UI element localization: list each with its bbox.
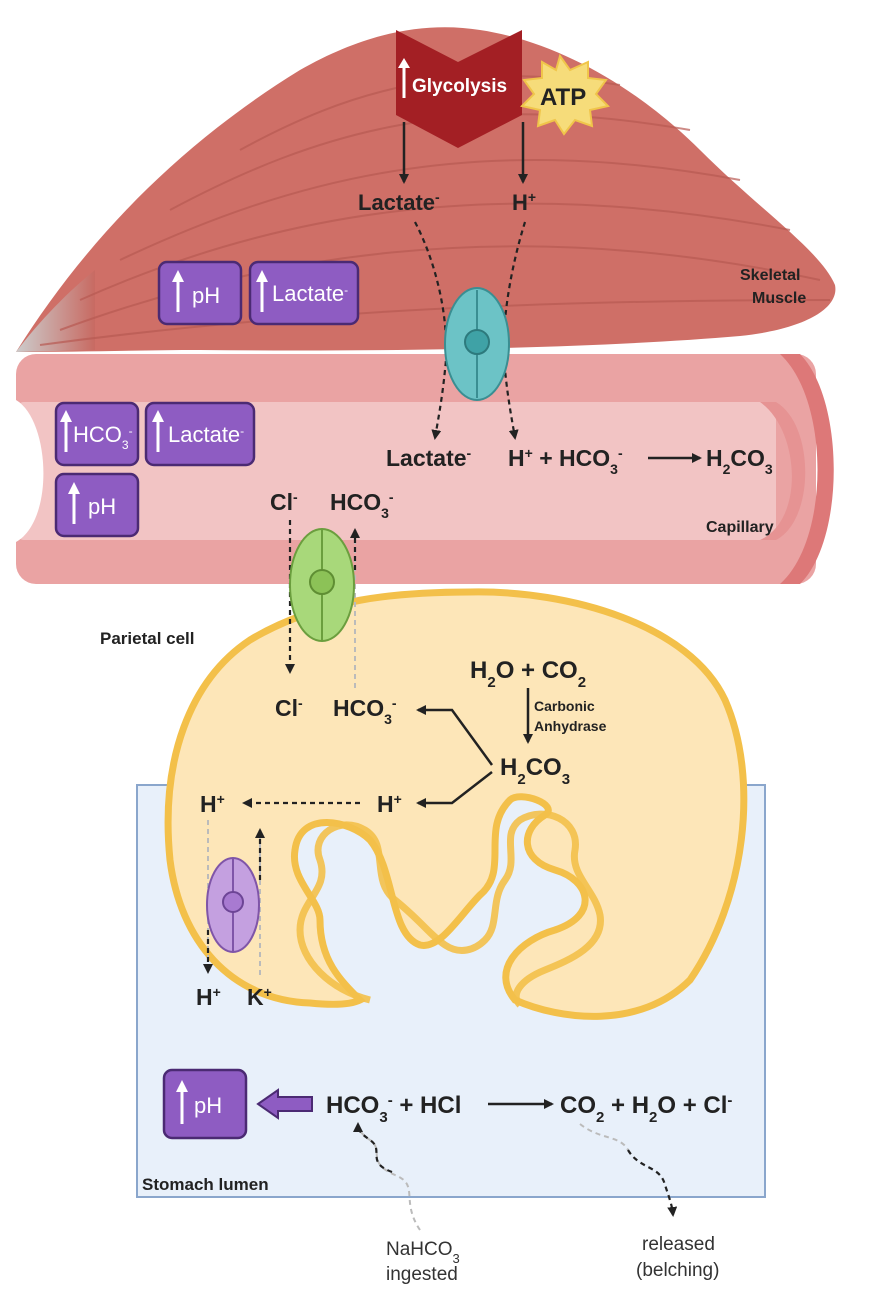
co2-release-path: [627, 1149, 678, 1217]
parietal-cl: Cl-: [275, 695, 303, 721]
released-label: released: [642, 1234, 715, 1255]
h2co3-to-hco3-arrow: [416, 705, 494, 766]
muscle-label-2: Muscle: [752, 290, 806, 307]
lactate-transport-path: [414, 221, 448, 440]
parietal-h2o-co2: H2O + CO2: [470, 657, 586, 691]
lumen-label: Stomach lumen: [142, 1175, 269, 1194]
lumen-equation-left: HCO3- + HCl: [326, 1092, 461, 1126]
atp-label: ATP: [540, 84, 586, 111]
enzyme-label-2: Anhydrase: [534, 718, 607, 734]
h-transport-path: [502, 221, 527, 440]
capillary-hco3-box: HCO3-: [54, 401, 140, 467]
parietal-h-left: H+: [200, 791, 225, 817]
parietal-label: Parietal cell: [100, 629, 195, 648]
muscle-ph-box: pH: [157, 260, 243, 326]
h2co3-to-h-arrow: [416, 771, 493, 808]
svg-text:Lactate-: Lactate-: [272, 281, 348, 306]
lumen-equation-right: CO2 + H2O + Cl-: [560, 1092, 732, 1126]
muscle-label-1: Skeletal: [740, 267, 800, 284]
pump-k: K+: [247, 984, 272, 1010]
svg-text:pH: pH: [194, 1093, 222, 1118]
capillary-lactate-box: Lactate-: [144, 401, 256, 467]
glycolysis-label: Glycolysis: [412, 76, 507, 97]
capillary-lactate: Lactate-: [386, 445, 472, 471]
svg-text:pH: pH: [192, 283, 220, 308]
pump-h: H+: [196, 984, 221, 1010]
parietal-h2co3: H2CO3: [500, 754, 570, 788]
parietal-h-right: H+: [377, 791, 402, 817]
canaliculus-folds: [296, 810, 604, 1008]
ingested-label: ingested: [386, 1264, 458, 1285]
atp-starburst: [520, 53, 610, 136]
belching-label: (belching): [636, 1260, 719, 1281]
capillary-label: Capillary: [706, 519, 774, 536]
nahco3-ingest-path: [353, 1122, 393, 1174]
proton-pump: [206, 857, 260, 953]
nahco3-label: NaHCO3: [386, 1239, 460, 1266]
parietal-hco3: HCO3-: [333, 695, 397, 727]
capillary-equation-product: H2CO3: [706, 445, 773, 477]
glycolysis-chevron: [396, 30, 522, 148]
svg-text:Lactate-: Lactate-: [168, 422, 244, 447]
anion-exchanger: [289, 528, 355, 642]
mct-transporter: [444, 287, 510, 401]
capillary-ph-box: pH: [54, 472, 140, 538]
lumen-ph-arrow: [256, 1088, 313, 1120]
capillary-equation-left: H+ + HCO3-: [508, 445, 623, 477]
svg-text:pH: pH: [88, 494, 116, 519]
capillary-hco3: HCO3-: [330, 489, 394, 521]
muscle-lactate-box: Lactate-: [248, 260, 360, 326]
svg-text:HCO3-: HCO3-: [73, 422, 133, 452]
capillary-cl: Cl-: [270, 489, 298, 515]
muscle-h: H+: [512, 189, 536, 215]
muscle-lactate: Lactate-: [358, 189, 440, 215]
lumen-ph-box: pH: [162, 1068, 248, 1140]
enzyme-label-1: Carbonic: [534, 698, 595, 714]
